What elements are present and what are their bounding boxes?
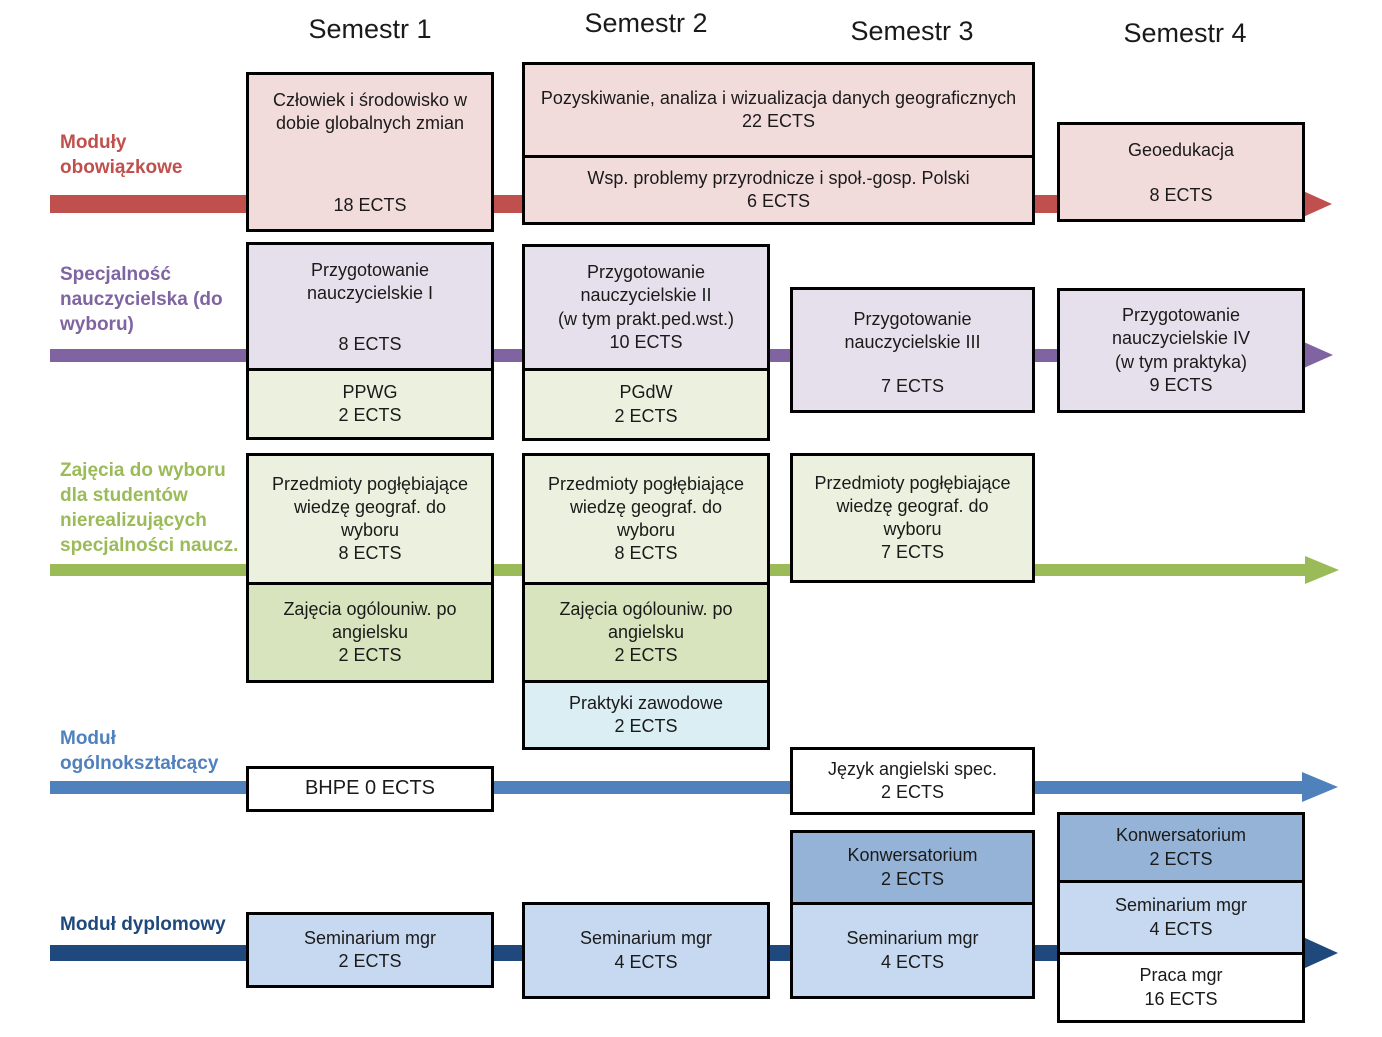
course-title: Seminarium mgr: [303, 927, 437, 948]
row-label-elective-courses: Zajęcia do wyboru dla studentów niereali…: [60, 460, 239, 557]
course-box-mandatory-sem2-3-bottom: Wsp. problemy przyrodnicze i społ.-gosp.…: [522, 155, 1035, 225]
course-ects: 2 ECTS: [338, 645, 402, 666]
course-ects: 18 ECTS: [333, 194, 407, 215]
column-header-semestr-1: Semestr 1: [308, 14, 432, 44]
course-title: Przedmioty pogłębiające wiedzę geograf. …: [547, 473, 745, 540]
course-box-diploma-sem2: Seminarium mgr 4 ECTS: [522, 902, 770, 999]
column-header-semestr-2: Semestr 2: [584, 8, 708, 38]
course-box-teacher-sem3: Przygotowanie nauczycielskie III 7 ECTS: [790, 287, 1035, 413]
course-title: Pozyskiwanie, analiza i wizualizacja dan…: [540, 87, 1017, 108]
course-title: BHPE 0 ECTS: [304, 777, 436, 800]
timeline-arrow-general: [50, 781, 1302, 794]
course-ects: 2 ECTS: [338, 951, 402, 971]
course-title: Przedmioty pogłębiające wiedzę geograf. …: [814, 472, 1011, 539]
course-box-teacher-sem1-sub: PPWG 2 ECTS: [246, 368, 494, 440]
course-title: Wsp. problemy przyrodnicze i społ.-gosp.…: [587, 167, 970, 188]
course-ects: 9 ECTS: [1149, 374, 1213, 395]
course-ects: 7 ECTS: [880, 542, 945, 563]
column-header-semestr-3: Semestr 3: [850, 16, 974, 46]
course-box-elective-sem3: Przedmioty pogłębiające wiedzę geograf. …: [790, 453, 1035, 583]
course-ects: 4 ECTS: [614, 951, 678, 972]
course-subtitle: (w tym prakt.ped.wst.): [557, 308, 735, 329]
course-title: Seminarium mgr: [1114, 895, 1248, 916]
course-title: Zajęcia ogólouniw. po angielsku: [559, 598, 733, 642]
course-box-diploma-sem1: Seminarium mgr 2 ECTS: [246, 912, 494, 988]
course-ects: 4 ECTS: [880, 951, 945, 972]
course-box-diploma-sem4-seminarium: Seminarium mgr 4 ECTS: [1057, 880, 1305, 955]
course-ects: 10 ECTS: [609, 331, 683, 352]
course-ects: 8 ECTS: [338, 333, 402, 354]
course-box-diploma-sem3-seminarium: Seminarium mgr 4 ECTS: [790, 902, 1035, 999]
course-title: Język angielski spec.: [827, 758, 998, 779]
course-ects: 22 ECTS: [741, 111, 816, 131]
course-box-diploma-sem4-praca: Praca mgr 16 ECTS: [1057, 952, 1305, 1023]
course-ects: 4 ECTS: [1149, 918, 1213, 939]
course-title: Geoedukacja: [1127, 140, 1235, 160]
timeline-arrowhead-elective: [1305, 556, 1339, 584]
course-ects: 2 ECTS: [614, 645, 678, 666]
course-title: Konwersatorium: [847, 845, 978, 866]
course-ects: 2 ECTS: [880, 868, 945, 889]
course-box-elective-sem2-sub: Zajęcia ogólouniw. po angielsku 2 ECTS: [522, 582, 770, 683]
course-box-elective-sem2-practice: Praktyki zawodowe 2 ECTS: [522, 680, 770, 750]
course-title: PPWG: [342, 381, 398, 402]
column-header-semestr-4: Semestr 4: [1123, 18, 1247, 48]
course-box-teacher-sem1: Przygotowanie nauczycielskie I 8 ECTS: [246, 242, 494, 371]
course-ects: 8 ECTS: [1149, 184, 1213, 205]
course-box-teacher-sem4: Przygotowanie nauczycielskie IV (w tym p…: [1057, 288, 1305, 413]
course-ects: 8 ECTS: [338, 543, 402, 564]
course-title: Konwersatorium: [1115, 825, 1247, 846]
course-ects: 2 ECTS: [1149, 848, 1213, 869]
timeline-arrowhead-general: [1302, 772, 1338, 802]
course-box-diploma-sem3-konwersatorium: Konwersatorium 2 ECTS: [790, 830, 1035, 905]
course-box-general-sem1: BHPE 0 ECTS: [246, 766, 494, 812]
course-title: Praca mgr: [1139, 965, 1223, 986]
course-box-diploma-sem4-konwersatorium: Konwersatorium 2 ECTS: [1057, 812, 1305, 883]
course-ects: 2 ECTS: [338, 405, 402, 425]
course-box-elective-sem2: Przedmioty pogłębiające wiedzę geograf. …: [522, 453, 770, 585]
row-label-general-module: Moduł ogólnokształcący: [60, 728, 219, 775]
course-ects: 7 ECTS: [880, 375, 945, 396]
course-title: Przygotowanie nauczycielskie I: [306, 260, 434, 304]
course-title: Człowiek i środowisko w dobie globalnych…: [272, 90, 468, 134]
course-ects: 16 ECTS: [1144, 988, 1218, 1009]
course-title: Przygotowanie nauczycielskie III: [844, 309, 981, 353]
course-box-elective-sem1: Przedmioty pogłębiające wiedzę geograf. …: [246, 453, 494, 585]
course-box-teacher-sem2-sub: PGdW 2 ECTS: [522, 368, 770, 441]
course-ects: 2 ECTS: [614, 405, 678, 426]
course-title: PGdW: [619, 382, 673, 403]
course-ects: 2 ECTS: [614, 716, 678, 736]
course-ects: 6 ECTS: [746, 191, 811, 211]
course-title: Przygotowanie nauczycielskie IV: [1111, 305, 1251, 349]
course-box-general-sem3: Język angielski spec. 2 ECTS: [790, 747, 1035, 815]
course-box-elective-sem1-sub: Zajęcia ogólouniw. po angielsku 2 ECTS: [246, 582, 494, 683]
course-subtitle: (w tym praktyka): [1114, 351, 1247, 372]
course-box-mandatory-sem1: Człowiek i środowisko w dobie globalnych…: [246, 72, 494, 232]
course-title: Seminarium mgr: [579, 928, 713, 949]
course-title: Zajęcia ogólouniw. po angielsku: [283, 598, 457, 642]
course-title: Przedmioty pogłębiające wiedzę geograf. …: [271, 473, 469, 540]
row-label-diploma-module: Moduł dyplomowy: [60, 914, 226, 935]
course-ects: 2 ECTS: [880, 782, 945, 802]
course-title: Przygotowanie nauczycielskie II: [580, 262, 712, 306]
course-title: Praktyki zawodowe: [568, 692, 724, 713]
course-box-mandatory-sem4: Geoedukacja 8 ECTS: [1057, 122, 1305, 222]
row-label-mandatory-modules: Moduły obowiązkowe: [60, 132, 183, 179]
course-box-mandatory-sem2-3-top: Pozyskiwanie, analiza i wizualizacja dan…: [522, 62, 1035, 158]
row-label-teacher-specialization: Specjalność nauczycielska (do wyboru): [60, 264, 223, 336]
course-ects: 8 ECTS: [614, 543, 678, 564]
course-box-teacher-sem2: Przygotowanie nauczycielskie II (w tym p…: [522, 244, 770, 371]
course-title: Seminarium mgr: [846, 928, 979, 949]
